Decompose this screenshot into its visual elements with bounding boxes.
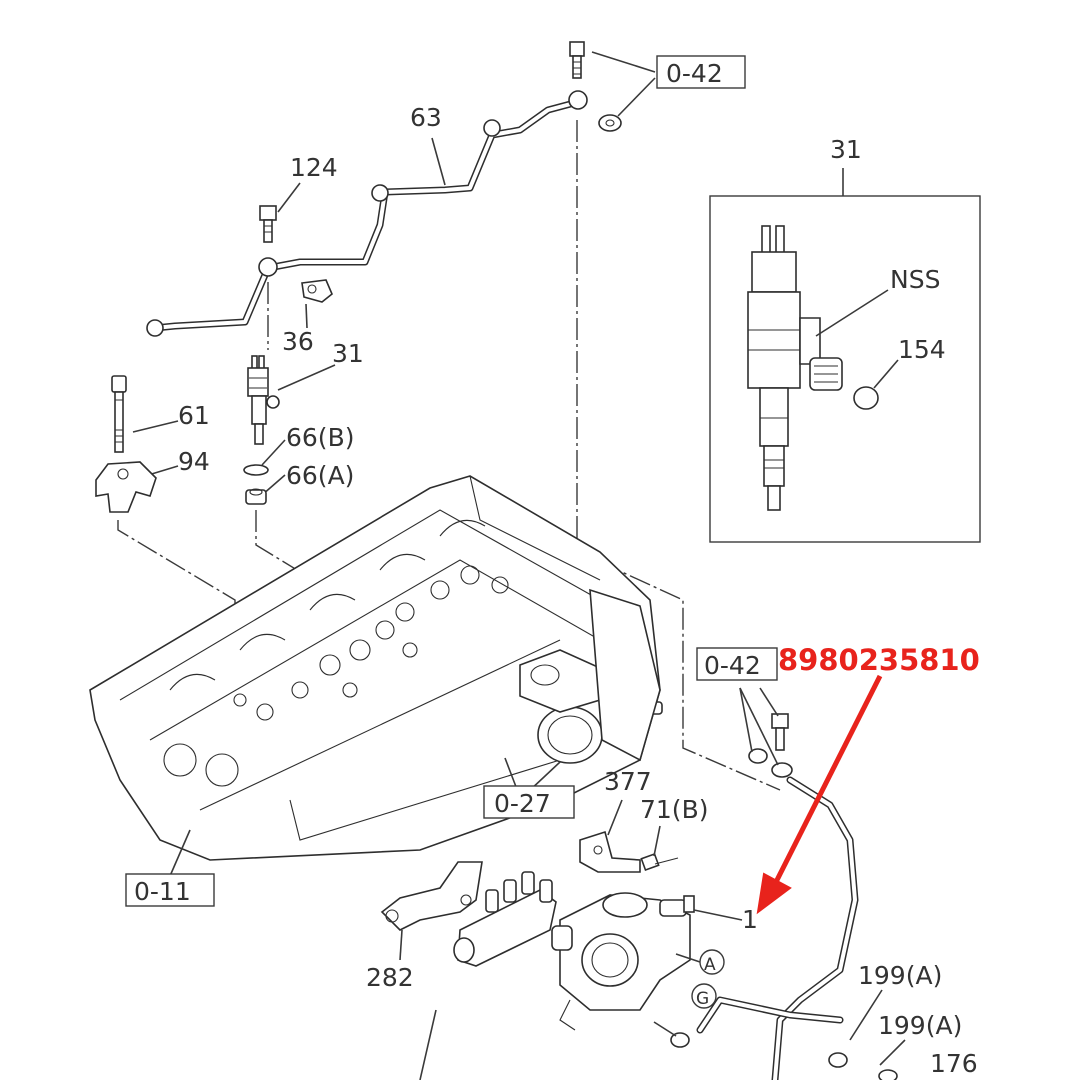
part-63-label: 63 [410,103,442,132]
callout-a-label: A [704,955,716,975]
part-154-label: 154 [898,335,946,364]
part-199a-label-2: 199(A) [878,1011,962,1040]
ref-0-11-label: 0-11 [134,877,191,906]
part-36-label: 36 [282,327,314,356]
gasket-36 [301,279,333,303]
part-282-label: 282 [366,963,414,992]
part-61-label: 61 [178,401,210,430]
highlight-arrow [756,674,883,915]
washer-176 [878,1069,898,1080]
clamp-94 [95,461,157,513]
part-71b-label: 71(B) [640,795,708,824]
ref-0-42-mid-label: 0-42 [704,651,761,680]
part-176-label: 176 [930,1049,978,1078]
part-94-label: 94 [178,447,210,476]
bolt-71b [640,852,679,872]
gasket-top [598,114,622,132]
nss-label: NSS [890,265,940,294]
supply-pump-1 [551,892,695,1031]
part-1-label: 1 [742,905,758,934]
part-199a-label-1: 199(A) [858,961,942,990]
part-124-label: 124 [290,153,338,182]
seal-66a [245,488,267,505]
bracket-282 [380,861,483,931]
injector-detail-box [709,168,981,543]
o-ring-66b [243,464,269,476]
callout-g-label: G [696,989,709,1009]
stud-61 [111,375,127,453]
part-377-label: 377 [604,767,652,796]
bracket-377 [579,830,641,873]
washer-199a [828,1052,848,1068]
bolt-124 [259,205,277,243]
injector-31 [247,355,280,445]
pipe-bolt-top [569,41,585,79]
fuel-pipe [696,776,859,1080]
pipe-bolt-mid [748,713,793,778]
part-31-label: 31 [332,339,364,368]
common-rail [453,871,557,967]
leak-off-pipe-63 [146,90,588,337]
ref-0-27-label: 0-27 [494,789,551,818]
ref-0-42-top-label: 0-42 [666,59,723,88]
callout-g [691,983,717,1009]
part-31-detail-label: 31 [830,135,862,164]
part-66a-label: 66(A) [286,461,354,490]
part-number-label: 8980235810 [778,643,980,677]
part-66b-label: 66(B) [286,423,354,452]
cylinder-head [89,475,663,861]
callout-a [675,949,725,975]
